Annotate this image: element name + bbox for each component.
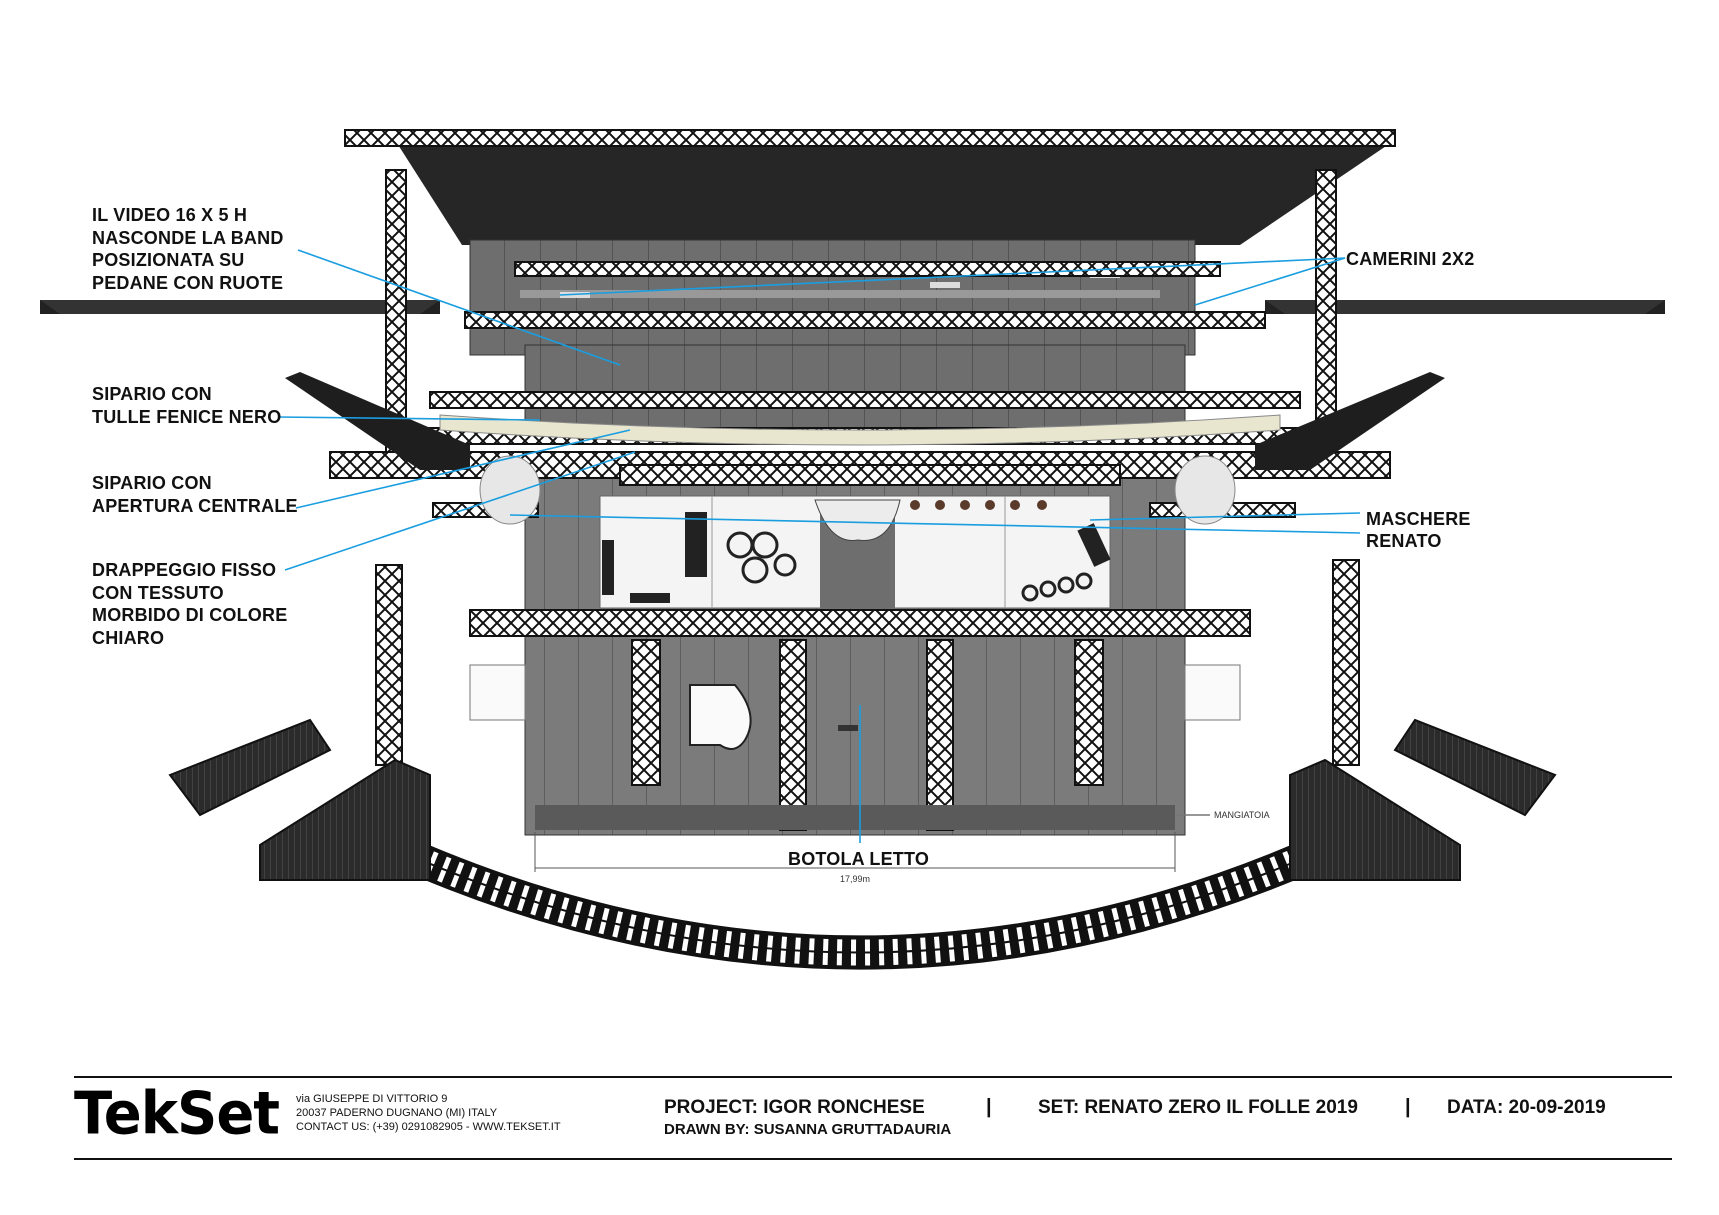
camerini-block <box>469 239 1196 356</box>
company-address: via GIUSEPPE DI VITTORIO 9 20037 PADERNO… <box>296 1093 561 1133</box>
towers <box>375 169 1360 766</box>
label-mangiatoia: MANGIATOIA <box>1214 810 1270 820</box>
side-spheres <box>479 455 1236 525</box>
arc-truss <box>357 819 1363 970</box>
separator-1: | <box>986 1096 992 1118</box>
label-botola: BOTOLA LETTO <box>788 849 930 869</box>
label-camerini: CAMERINI 2X2 <box>1346 249 1475 269</box>
label-maschere: MASCHERE <box>1366 509 1471 529</box>
separator-2: | <box>1405 1096 1411 1118</box>
date: DATA: 20-09-2019 <box>1447 1097 1606 1118</box>
leader-lines <box>277 249 1361 843</box>
label-drappeggio: DRAPPEGGIO FISSO CON TESSUTO MORBIDO DI … <box>92 560 288 648</box>
dimension-value: 17,99m <box>840 874 871 884</box>
drawn-by: DRAWN BY: SUSANNA GRUTTADAURIA <box>664 1121 952 1138</box>
dimension-line <box>534 832 1176 872</box>
sipario-wings <box>285 372 1445 470</box>
roof <box>40 129 1665 314</box>
set-name: SET: RENATO ZERO IL FOLLE 2019 <box>1038 1097 1358 1118</box>
label-sipario-tulle: SIPARIO CON TULLE FENICE NERO <box>92 384 282 427</box>
label-sipario-apertura: SIPARIO CON APERTURA CENTRALE <box>92 473 298 516</box>
footer-bottom-rule <box>74 1158 1672 1160</box>
band-area <box>599 495 1111 609</box>
label-renato: RENATO <box>1366 531 1442 551</box>
tekset-logo: TekSet <box>74 1080 280 1149</box>
project-name: PROJECT: IGOR RONCHESE <box>664 1097 925 1118</box>
footer-top-rule <box>74 1076 1672 1078</box>
speakers <box>168 718 1557 881</box>
label-video: IL VIDEO 16 X 5 H NASCONDE LA BAND POSIZ… <box>92 205 284 293</box>
stage-columns <box>469 639 1241 831</box>
